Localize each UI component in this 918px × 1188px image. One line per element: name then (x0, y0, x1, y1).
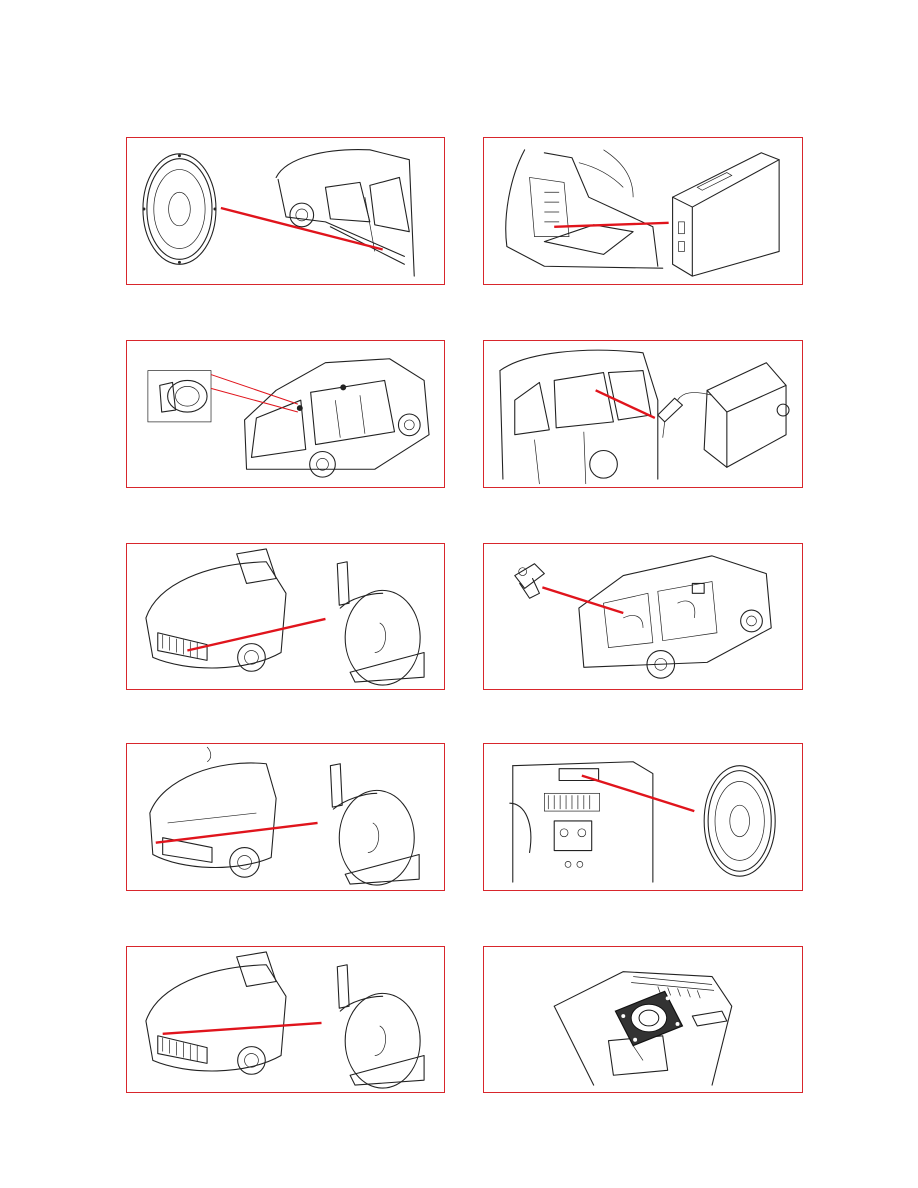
panel-antenna-module (483, 340, 803, 488)
suv-rear-icon (245, 359, 429, 477)
panel-front-horn-3 (126, 946, 445, 1093)
front-horn-illustration (127, 947, 444, 1092)
roof-tweeter-illustration (127, 341, 444, 487)
suv-interior-icon (579, 556, 771, 678)
trunk-icon (506, 150, 663, 268)
speaker-icon (704, 766, 775, 876)
panel-front-horn-1 (126, 543, 445, 690)
tweeter-inset-icon (148, 371, 211, 422)
panel-dashboard-center-speaker (483, 743, 803, 891)
dashboard-center-speaker-illustration (484, 744, 802, 890)
trunk-amplifier-illustration (484, 138, 802, 284)
car-side-window-icon (500, 350, 658, 484)
interior-sensor-illustration (484, 544, 802, 689)
panel-dash-speaker-mount (483, 946, 803, 1093)
antenna-module-illustration (484, 341, 802, 487)
horn-icon (337, 965, 424, 1088)
front-horn-illustration (127, 544, 444, 689)
car-front-icon (146, 952, 286, 1074)
car-front-icon (150, 747, 276, 877)
speaker-icon (142, 154, 216, 264)
dashboard-icon (510, 762, 653, 882)
panel-interior-sensor (483, 543, 803, 690)
panel-trunk-amplifier (483, 137, 803, 285)
dash-speaker-mount-illustration (484, 947, 802, 1092)
sensor-icon (515, 564, 545, 599)
panel-door-speaker (126, 137, 445, 285)
door-speaker-illustration (127, 138, 444, 284)
speaker-plate-icon (615, 991, 682, 1045)
horn-icon (330, 764, 419, 885)
antenna-module-icon (658, 363, 789, 468)
horn-icon (337, 562, 424, 685)
car-side-icon (276, 150, 414, 277)
panel-front-horn-2 (126, 743, 445, 891)
panel-roof-tweeter (126, 340, 445, 488)
front-horn-illustration (127, 744, 444, 890)
amplifier-icon (673, 153, 780, 276)
car-front-icon (146, 549, 286, 671)
